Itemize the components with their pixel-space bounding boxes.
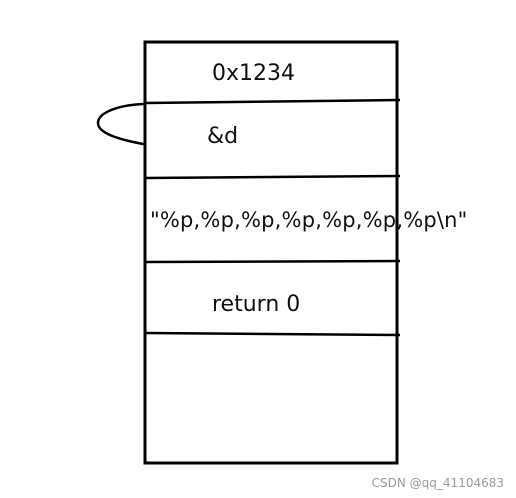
stack-frame-border [143,40,399,465]
stack-cell-label-address: &d [207,124,239,149]
cell-divider-1 [144,98,401,105]
cell-divider-4 [144,331,401,337]
stack-cell-label-value: 0x1234 [212,61,296,86]
cell-divider-3 [144,259,401,264]
watermark-text: CSDN @qq_41104683 [371,476,504,490]
cell-divider-2 [144,174,401,180]
stack-cell-label-return: return 0 [212,292,301,317]
stack-cell-label-format-string: "%p,%p,%p,%p,%p,%p,%p\n" [150,208,468,232]
pointer-arrow-curve [96,102,145,146]
